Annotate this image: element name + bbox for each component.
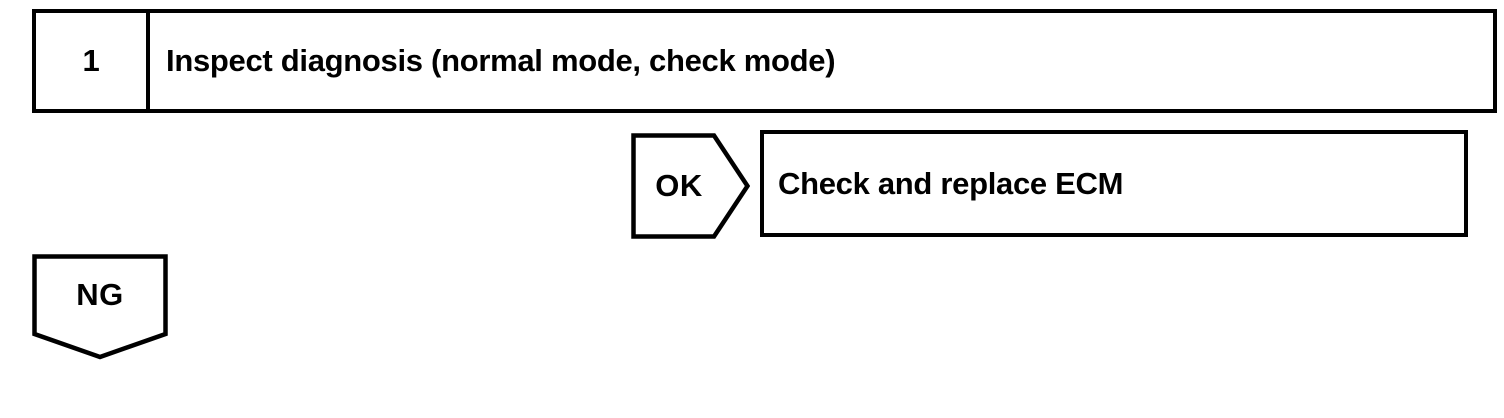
ok-connector-label: OK — [655, 168, 703, 203]
step-number: 1 — [82, 43, 100, 78]
ng-pentagon-icon — [32, 254, 168, 360]
step-box: 1 Inspect diagnosis (normal mode, check … — [32, 9, 1497, 113]
ng-connector: NG — [32, 254, 168, 360]
ok-action-box: Check and replace ECM — [760, 130, 1468, 237]
step-number-cell: 1 — [36, 13, 150, 109]
ng-connector-label: NG — [76, 277, 124, 312]
ok-connector: OK — [631, 133, 750, 239]
ok-pentagon-icon — [631, 133, 750, 239]
step-title-cell: Inspect diagnosis (normal mode, check mo… — [150, 13, 1493, 109]
step-title: Inspect diagnosis (normal mode, check mo… — [166, 43, 836, 78]
ok-action-text: Check and replace ECM — [778, 165, 1124, 201]
